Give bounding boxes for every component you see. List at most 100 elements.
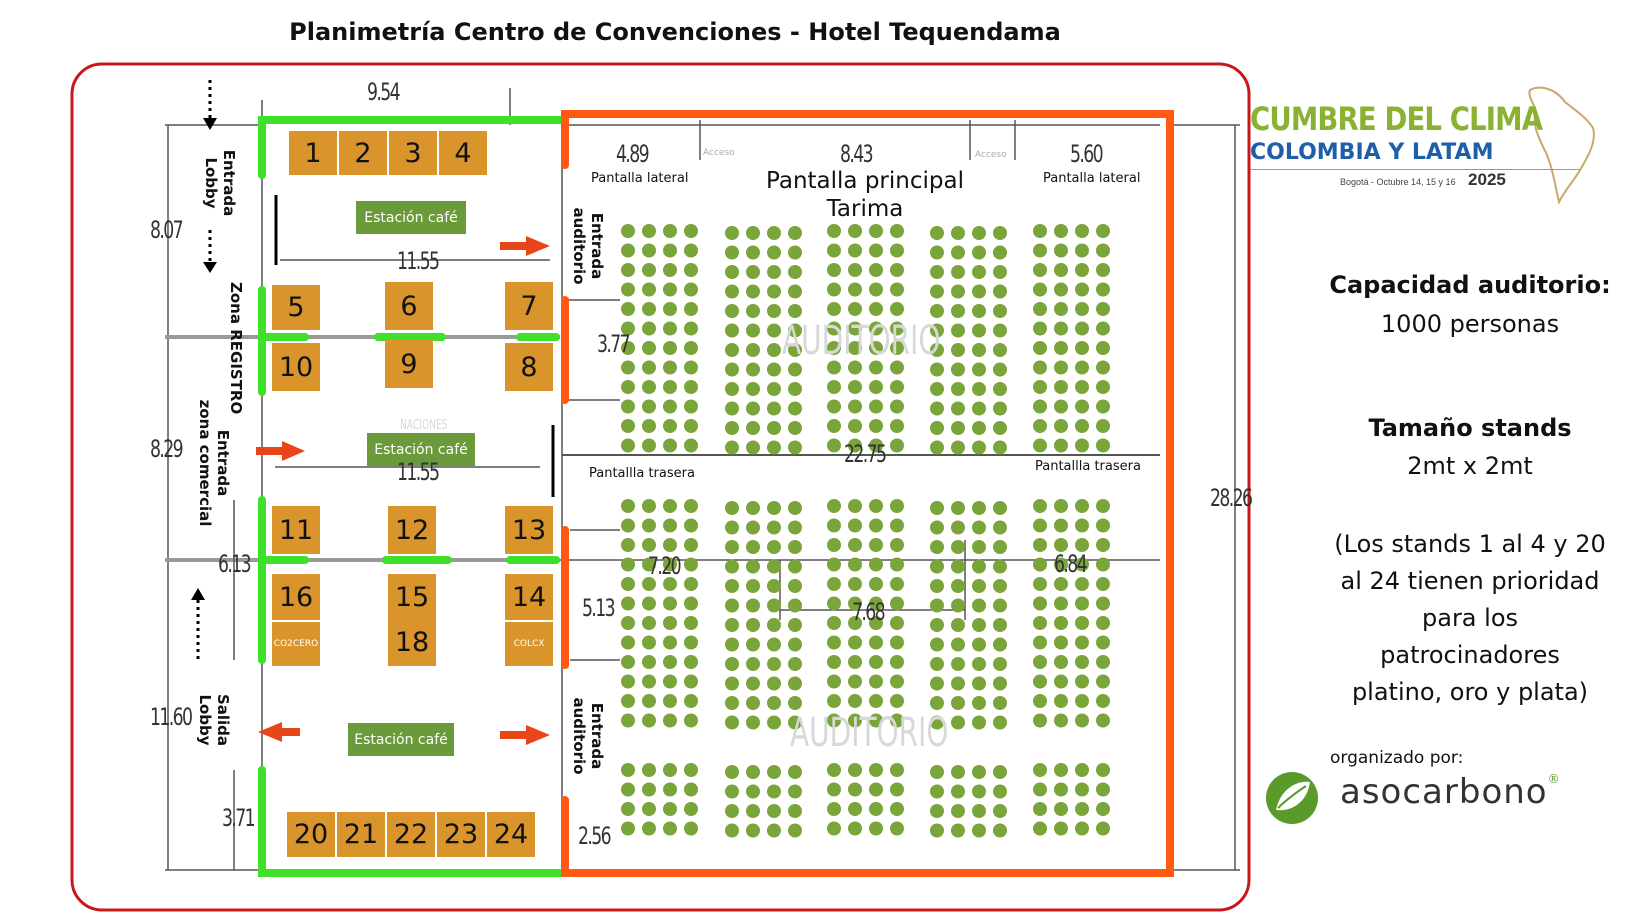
dimension-label: 11.60	[150, 703, 193, 731]
seat	[827, 821, 841, 836]
stand-8: 8	[505, 343, 553, 391]
stand-2: 2	[339, 131, 387, 175]
seat	[1075, 538, 1089, 552]
seat	[1075, 419, 1089, 433]
seat	[930, 226, 944, 240]
seat	[1033, 282, 1047, 297]
seat	[1033, 616, 1047, 630]
seat	[930, 696, 944, 710]
seat	[827, 380, 841, 394]
seat	[930, 657, 944, 671]
stand-4: 4	[439, 131, 487, 175]
seat	[848, 674, 862, 689]
seat	[1054, 518, 1068, 533]
seat	[951, 265, 965, 279]
pantalla-trasera-left: Pantallla trasera	[589, 466, 695, 481]
latam-map-icon	[1528, 86, 1595, 205]
dimension-label: 3.77	[597, 330, 631, 358]
seat	[1096, 763, 1110, 777]
seat	[848, 596, 862, 611]
seat	[972, 676, 986, 691]
seat	[767, 784, 781, 799]
seat	[1096, 557, 1110, 572]
seat	[890, 674, 904, 689]
seat	[684, 577, 698, 591]
seat	[621, 360, 635, 375]
seat	[951, 421, 965, 435]
seat	[1033, 380, 1047, 394]
seat	[684, 243, 698, 258]
seat	[993, 362, 1007, 377]
seat	[788, 540, 802, 554]
seat	[930, 245, 944, 260]
seat	[1033, 821, 1047, 836]
seat	[869, 360, 883, 375]
seat	[767, 226, 781, 240]
seat	[725, 579, 739, 593]
seat	[993, 304, 1007, 318]
seat	[788, 765, 802, 779]
seat	[788, 559, 802, 574]
seat	[993, 598, 1007, 613]
seat	[746, 657, 760, 671]
seat	[848, 419, 862, 433]
seat	[684, 399, 698, 414]
seat	[1054, 821, 1068, 836]
seat	[642, 557, 656, 572]
stand-21: 21	[337, 812, 385, 857]
seat	[972, 804, 986, 818]
plan-lines	[165, 88, 1240, 871]
seat	[725, 440, 739, 455]
seat	[725, 823, 739, 838]
acceso-label: Acceso	[703, 148, 735, 158]
seat	[684, 518, 698, 533]
seat	[993, 823, 1007, 838]
seat	[993, 520, 1007, 535]
note-line: (Los stands 1 al 4 y 20	[1334, 530, 1606, 558]
cafe-station-top: Estación café	[356, 201, 466, 234]
seat	[869, 438, 883, 453]
seat	[663, 635, 677, 650]
seat	[642, 380, 656, 394]
seat	[788, 618, 802, 632]
seat	[767, 501, 781, 515]
seat	[788, 323, 802, 338]
seat	[642, 782, 656, 797]
seat	[848, 263, 862, 277]
leaf-icon	[1266, 772, 1318, 824]
seat	[972, 362, 986, 377]
seat	[621, 302, 635, 316]
seat	[621, 655, 635, 669]
seat	[725, 401, 739, 416]
seat	[1054, 302, 1068, 316]
seat	[684, 263, 698, 277]
seat	[930, 362, 944, 377]
seat	[725, 618, 739, 632]
seat	[642, 713, 656, 728]
seat	[684, 380, 698, 394]
seat	[746, 343, 760, 357]
seat	[788, 598, 802, 613]
seat	[725, 715, 739, 730]
seat	[827, 782, 841, 797]
seat	[663, 243, 677, 258]
seat	[1096, 243, 1110, 258]
seat	[951, 304, 965, 318]
seat	[848, 399, 862, 414]
seat	[767, 401, 781, 416]
seat	[1054, 321, 1068, 336]
stand-1: 1	[289, 131, 337, 175]
seat	[951, 696, 965, 710]
seat	[930, 265, 944, 279]
seat	[869, 499, 883, 513]
seat	[767, 579, 781, 593]
seat	[767, 657, 781, 671]
pantalla-lateral-left: Pantalla lateral	[591, 171, 689, 186]
seat	[972, 265, 986, 279]
seat	[621, 263, 635, 277]
seat	[951, 676, 965, 691]
dimension-label: 5.60	[1070, 140, 1104, 168]
seat	[827, 577, 841, 591]
seat	[1033, 577, 1047, 591]
seat	[951, 284, 965, 299]
